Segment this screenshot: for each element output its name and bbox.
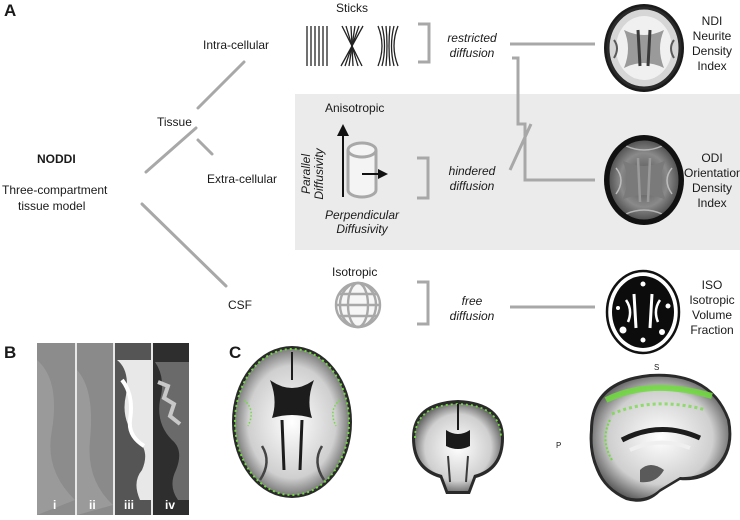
- label-restricted-line1: restricted: [447, 31, 497, 45]
- connector-tissue-intra: [196, 60, 246, 110]
- label-parallel-line2: Diffusivity: [312, 148, 326, 200]
- ndi-brain-map: [604, 4, 684, 92]
- orientation-label-s: S: [654, 363, 660, 372]
- metric-ndi-line1: NDI: [701, 14, 723, 28]
- connector-noddi-tissue: [144, 126, 198, 174]
- node-noddi: NODDI: [37, 152, 76, 166]
- label-perpendicular-line1: Perpendicular: [324, 208, 400, 222]
- bracket-restricted: [418, 22, 431, 64]
- bracket-hindered: [417, 156, 430, 200]
- node-csf: CSF: [228, 298, 252, 312]
- connector-restricted-odi: [512, 56, 595, 182]
- crossing-sticks-icon: [340, 25, 364, 67]
- metric-odi-line4: Index: [697, 196, 727, 210]
- cylinder-icon: [337, 124, 388, 199]
- connector-hindered-ndi: [508, 123, 533, 171]
- label-free-line1: free: [461, 294, 483, 308]
- label-perpendicular-line2: Diffusivity: [336, 222, 388, 236]
- metric-connectors: [508, 42, 595, 309]
- node-three-compartment-line2: tissue model: [18, 199, 86, 213]
- odi-brain-map: [604, 135, 684, 225]
- tree-connectors: [140, 60, 246, 288]
- metric-iso-line2: Isotropic: [689, 293, 735, 307]
- panel-b-scan: [37, 343, 189, 515]
- metric-odi-line3: Density: [691, 181, 732, 195]
- metric-iso-line1: ISO: [701, 278, 723, 292]
- panel-c-coronal-slice: [412, 400, 504, 494]
- metric-ndi-line4: Index: [697, 59, 727, 73]
- label-isotropic: Isotropic: [332, 265, 378, 279]
- label-anisotropic: Anisotropic: [325, 101, 385, 115]
- parallel-sticks-icon: [306, 26, 328, 66]
- node-three-compartment-line1: Three-compartment: [2, 183, 108, 197]
- strip-label-iii: iii: [124, 498, 135, 512]
- cylinder-top: [346, 141, 378, 159]
- metric-odi-label: ODI Orientation Density Index: [684, 151, 740, 211]
- strip-label-iv: iv: [165, 498, 176, 512]
- orientation-label-p: P: [556, 441, 562, 450]
- label-sticks: Sticks: [336, 1, 369, 15]
- label-hindered-line1: hindered: [448, 164, 496, 178]
- fanning-sticks-icon: [377, 25, 399, 67]
- panel-c-sagittal-slice: [589, 373, 732, 502]
- node-extra-cellular: Extra-cellular: [207, 172, 278, 186]
- metric-ndi-label: NDI Neurite Density Index: [688, 14, 736, 74]
- label-hindered-line2: diffusion: [449, 179, 495, 193]
- diffusion-brackets: [417, 22, 431, 326]
- panel-label-b: B: [4, 343, 17, 362]
- parallel-arrow-head: [337, 124, 349, 136]
- metric-iso-line4: Fraction: [690, 323, 734, 337]
- bracket-free: [417, 280, 430, 326]
- sphere-icon: [334, 281, 382, 329]
- connector-tissue-extra: [196, 138, 214, 156]
- label-parallel-diffusivity: Parallel Diffusivity: [299, 148, 326, 199]
- metric-odi-line1: ODI: [701, 151, 723, 165]
- metric-odi-line2: Orientation: [684, 166, 740, 180]
- label-restricted-line2: diffusion: [449, 46, 495, 60]
- metric-ndi-line3: Density: [691, 44, 732, 58]
- panel-label-a: A: [4, 1, 17, 20]
- perpendicular-arrow-head: [378, 169, 388, 179]
- strip-label-i: i: [53, 498, 57, 512]
- node-intra-cellular: Intra-cellular: [203, 38, 270, 52]
- node-tissue: Tissue: [157, 115, 192, 129]
- panel-c-axial-slice: [232, 346, 352, 498]
- panel-label-c: C: [229, 343, 242, 362]
- metric-iso-label: ISO Isotropic Volume Fraction: [684, 278, 740, 338]
- metric-ndi-line2: Neurite: [692, 29, 732, 43]
- metric-iso-line3: Volume: [691, 308, 733, 322]
- connector-noddi-csf: [140, 202, 228, 288]
- sticks-icon: [306, 25, 399, 67]
- iso-brain-map: [605, 269, 681, 355]
- strip-label-ii: ii: [89, 498, 96, 512]
- label-free-line2: diffusion: [449, 309, 495, 323]
